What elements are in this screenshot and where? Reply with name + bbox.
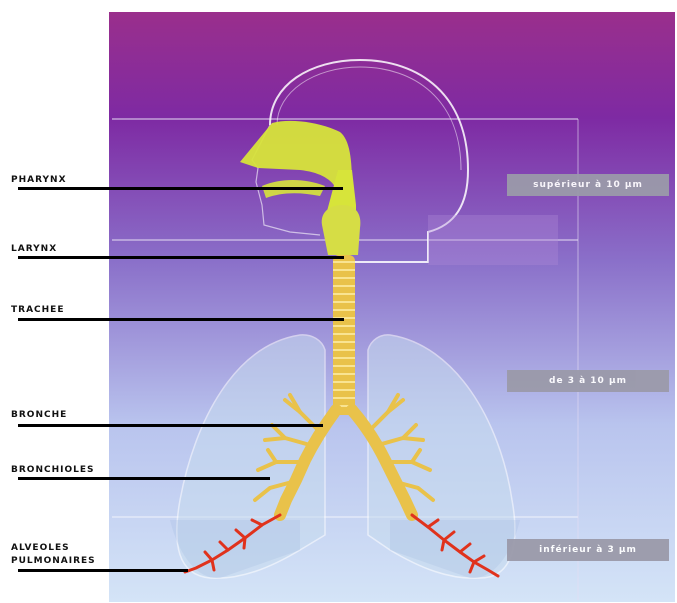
label-bronchioles: BRONCHIOLES	[11, 465, 94, 476]
label-larynx: LARYNX	[11, 244, 57, 255]
label-pharynx: PHARYNX	[11, 175, 67, 186]
leader-alveoles	[18, 569, 188, 572]
leader-larynx	[18, 256, 344, 259]
label-bronche: BRONCHE	[11, 410, 67, 421]
label-alveoles: ALVEOLES	[11, 543, 70, 554]
label-pulmonaires: PULMONAIRES	[11, 556, 96, 567]
neck-shadow	[428, 215, 558, 265]
larynx-shape	[322, 205, 361, 255]
band-label-middle: de 3 à 10 µm	[507, 370, 669, 392]
leader-pharynx	[18, 187, 343, 190]
leader-bronchioles	[18, 477, 270, 480]
label-trachee: TRACHEE	[11, 305, 64, 316]
band-label-upper: supérieur à 10 µm	[507, 174, 669, 196]
band-label-lower: inférieur à 3 µm	[507, 539, 669, 561]
leader-trachee	[18, 318, 344, 321]
leader-bronche	[18, 424, 323, 427]
